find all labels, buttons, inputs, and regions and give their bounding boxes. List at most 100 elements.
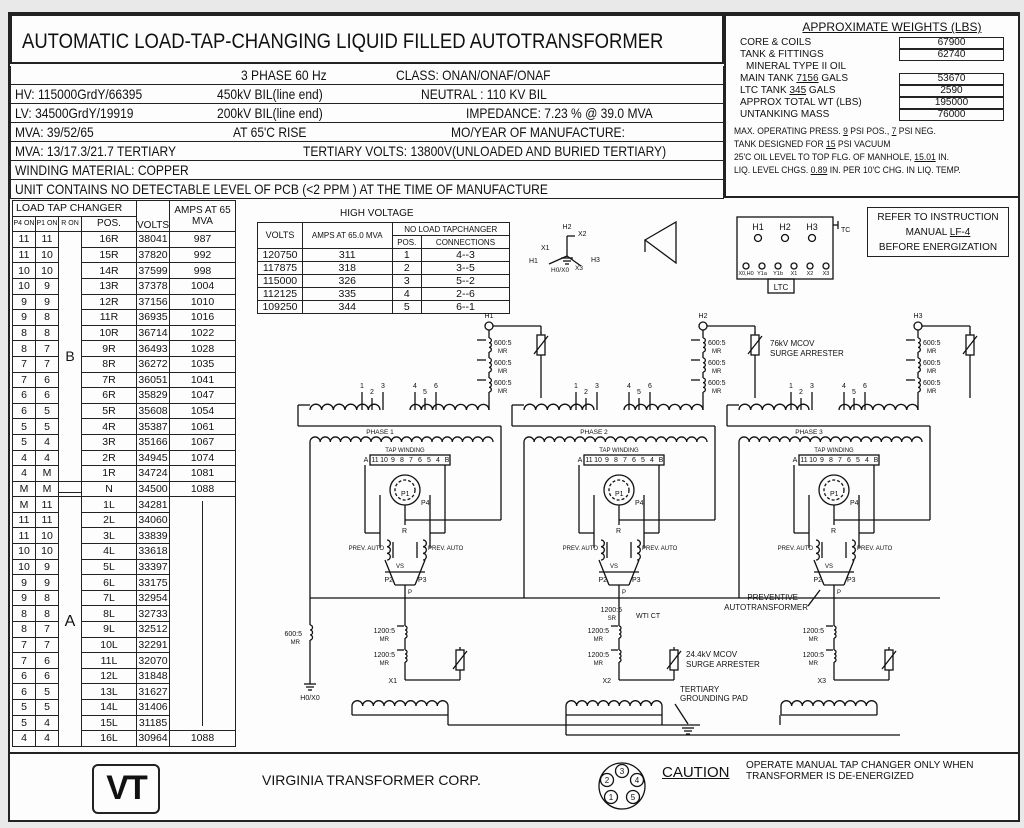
cell: 14L [81,699,137,716]
label: MR [498,389,508,395]
wire [881,650,897,670]
pressure-note: MAX. OPERATING PRESS. 9 PSI POS., 7 PSI … [734,125,982,138]
label: 4 [436,457,440,464]
label: H0/X0 [551,267,569,274]
terminal-icon [790,262,798,270]
ct-coil [618,625,622,639]
cell: 35166 [135,433,171,451]
cell: 31406 [135,699,171,716]
caution-line-2: TRANSFORMER IS DE-ENERGIZED [746,771,914,782]
label: H1 [529,258,538,265]
phase-freq: 3 PHASE 60 Hz [241,67,327,83]
winding-coil [523,403,595,411]
text: LTC TANK [740,85,790,96]
winding-coil [409,403,490,411]
label: X0,H0 [738,271,753,277]
label: PREVENTIVE [747,593,798,602]
label: 11 [800,457,807,464]
label: TAP WINDING [814,448,854,454]
label: TANK & FITTINGS [740,49,824,60]
cell: 4 [35,433,59,451]
label: 600:5 [708,380,726,387]
label: 1 [789,383,793,390]
label: 1200:5 [588,628,610,635]
cell: 31627 [135,683,171,700]
label: PREV. AUTO [857,546,893,552]
label: B [659,457,664,464]
label: 2 [370,389,374,396]
label: CORE & COILS [740,37,812,48]
surge-arrester-icon [666,647,682,671]
label: MR [927,389,937,395]
value: 76000 [899,109,1004,121]
cell: 34724 [135,465,171,482]
manufacture-date: MO/YEAR OF MANUFACTURE: [451,124,625,140]
ct-coil [833,625,837,639]
cell: 8 [35,324,59,342]
label: 4 [627,383,631,390]
label: X2 [602,678,611,685]
col-volts: VOLTS [135,199,171,233]
col-volts: VOLTS [257,222,303,249]
ct-coil [833,649,837,663]
label: 1200:5 [803,652,825,659]
cell: 5R [81,402,137,420]
label: GROUNDING PAD [680,694,748,703]
label: P1 [401,491,410,498]
surge-arrester-icon [747,332,763,356]
wire [548,255,568,265]
label: 2 [584,389,588,396]
label: PREV. AUTO [642,546,678,552]
label: 1200:5 [588,652,610,659]
value: 2590 [899,85,1004,97]
label: 9 [391,457,395,464]
ct-coil [386,539,391,561]
wire [628,559,640,586]
lv-rating: LV: 34500GrdY/19919 [15,105,134,121]
text: IN. [935,152,950,163]
label: TERTIARY [680,685,720,694]
label: VS [825,564,833,570]
label: MR [498,369,508,375]
surge-arrester-icon [881,647,897,671]
label: P2 [813,577,822,584]
wire [598,559,610,586]
cell: 36272 [135,355,171,373]
refer-line-2: MANUAL LF-4 [868,225,1008,240]
value: 0.89 [810,165,828,176]
label: TC [841,227,850,234]
surge-arrester-icon [452,647,468,671]
label: B [445,457,450,464]
weights-heading: APPROXIMATE WEIGHTS (LBS) [802,20,982,34]
cell: 38041 [135,231,171,248]
label: R [402,528,407,535]
label: PHASE 3 [795,429,823,436]
label: 4 [865,457,869,464]
label: 6 [863,383,867,390]
gallons: 345 [789,85,807,96]
position-circle [599,772,615,788]
label: PHASE 1 [366,429,394,436]
text: 25'C OIL LEVEL TO TOP FLG. OF MANHOLE, [734,152,915,163]
label: SURGE ARRESTER [770,349,844,358]
value: 195000 [899,97,1004,109]
